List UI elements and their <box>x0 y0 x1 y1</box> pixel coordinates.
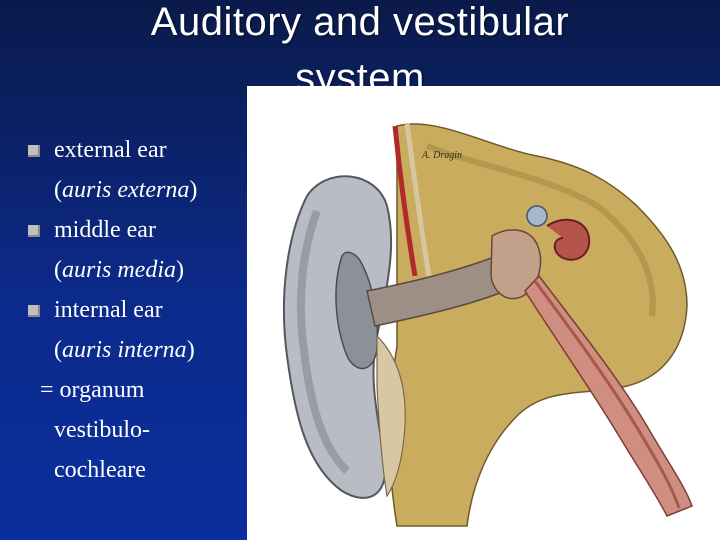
auricle-helix-shade <box>296 209 350 474</box>
bone-texture <box>425 143 656 317</box>
illustrator-signature: A. Dragin <box>421 150 462 161</box>
bullet-latin: (auris media) <box>54 257 184 283</box>
soft-tissue <box>376 334 406 498</box>
slide-title: Auditory and vestibular system <box>0 0 720 106</box>
auditory-tube <box>524 274 693 517</box>
auditory-tube-lumen <box>533 280 681 509</box>
cochlea <box>546 218 591 261</box>
bullet-latin: (auris interna) <box>54 337 195 363</box>
bullet-list: external ear (auris externa) middle ear … <box>28 130 248 490</box>
ear-anatomy-drawing: A. Dragin <box>282 123 693 527</box>
bullet-item-internal-ear: internal ear (auris interna) <box>28 290 248 370</box>
bullet-item-middle-ear: middle ear (auris media) <box>28 210 248 290</box>
continuation-line-3: cochleare <box>54 457 146 483</box>
vessel-strip <box>392 125 418 277</box>
bullet-marker <box>28 225 40 237</box>
bullet-marker <box>28 145 40 157</box>
vessel-strip-2 <box>404 123 432 277</box>
continuation-line-2: vestibulo- <box>54 417 150 443</box>
bullet-term: external ear <box>54 137 167 163</box>
bullet-marker <box>28 305 40 317</box>
vestibule <box>526 205 548 227</box>
continuation-line-1: = organum <box>40 377 145 403</box>
bullet-term: internal ear <box>54 297 163 323</box>
temporal-bone <box>388 123 688 527</box>
bullet-item-external-ear: external ear (auris externa) <box>28 130 248 210</box>
bullet-term: middle ear <box>54 217 156 243</box>
slide-title-line-1: Auditory and vestibular <box>150 0 570 44</box>
ear-anatomy-illustration: A. Dragin <box>247 86 720 540</box>
bullet-latin: (auris externa) <box>54 177 198 203</box>
continuation-text: = organum vestibulo- cochleare <box>28 370 248 490</box>
